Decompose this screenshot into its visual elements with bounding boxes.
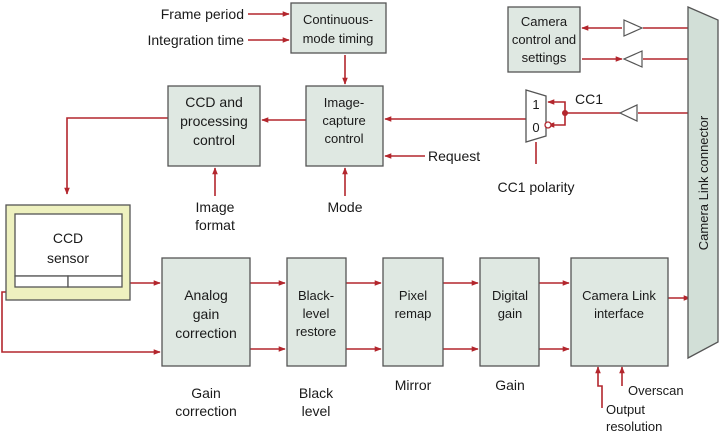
cc1-multiplexer: 1 0 <box>525 89 568 143</box>
label-gain: Gain <box>495 377 525 393</box>
label-overscan: Overscan <box>628 383 684 398</box>
svg-text:resolution: resolution <box>606 419 662 434</box>
camera-link-connector-label: Camera Link connector <box>696 115 711 250</box>
svg-text:interface: interface <box>594 306 644 321</box>
buffers <box>618 19 644 122</box>
svg-text:mode timing: mode timing <box>303 31 374 46</box>
svg-text:correction: correction <box>175 325 236 341</box>
svg-text:Black-: Black- <box>298 288 334 303</box>
svg-text:control: control <box>324 131 363 146</box>
label-image-format: Image format <box>195 199 235 233</box>
svg-text:Continuous-: Continuous- <box>303 12 373 27</box>
svg-text:Image-: Image- <box>324 95 364 110</box>
mux-input-0: 0 <box>532 120 539 135</box>
label-frame-period: Frame period <box>161 6 244 22</box>
buffer-triangle-icon <box>623 19 644 37</box>
svg-text:Black: Black <box>299 385 334 401</box>
svg-text:format: format <box>195 217 235 233</box>
label-cc1-polarity: CC1 polarity <box>497 179 574 195</box>
block-pixel-remap: Pixel remap <box>382 257 444 367</box>
block-camera-control: Camera control and settings <box>507 6 581 73</box>
label-integration-time: Integration time <box>148 32 245 48</box>
svg-text:Pixel: Pixel <box>399 288 427 303</box>
svg-text:gain: gain <box>193 306 219 322</box>
block-ccd-control: CCD and processing control <box>167 85 261 167</box>
block-image-capture: Image- capture control <box>305 85 384 167</box>
svg-text:CCD: CCD <box>53 230 83 246</box>
svg-text:level: level <box>302 403 331 419</box>
svg-text:restore: restore <box>296 324 336 339</box>
label-black-level: Black level <box>299 385 334 419</box>
svg-text:processing: processing <box>180 113 248 129</box>
svg-text:Analog: Analog <box>184 287 228 303</box>
label-cc1: CC1 <box>575 91 603 107</box>
svg-text:settings: settings <box>522 50 567 65</box>
cc1-junction-dot <box>562 110 568 116</box>
block-ccd-sensor: CCD sensor <box>5 204 131 301</box>
svg-text:capture: capture <box>322 113 365 128</box>
svg-text:level: level <box>303 306 330 321</box>
label-gain-correction: Gain correction <box>175 385 236 419</box>
svg-text:control: control <box>193 132 235 148</box>
label-mode: Mode <box>327 199 362 215</box>
svg-text:remap: remap <box>395 306 432 321</box>
svg-text:sensor: sensor <box>47 250 89 266</box>
svg-text:Digital: Digital <box>492 288 528 303</box>
mux-input-1: 1 <box>532 97 539 112</box>
svg-text:Image: Image <box>196 199 235 215</box>
block-camera-link-interface: Camera Link interface <box>570 257 669 367</box>
block-analog-gain: Analog gain correction <box>161 257 251 367</box>
mux-inverter-bubble <box>544 121 552 129</box>
svg-text:Gain: Gain <box>191 385 221 401</box>
svg-text:control and: control and <box>512 32 576 47</box>
svg-text:Output: Output <box>606 402 645 417</box>
svg-text:Camera: Camera <box>521 14 568 29</box>
label-request: Request <box>428 148 480 164</box>
svg-text:gain: gain <box>498 306 523 321</box>
svg-text:Camera Link: Camera Link <box>582 288 656 303</box>
label-mirror: Mirror <box>395 377 432 393</box>
svg-text:correction: correction <box>175 403 236 419</box>
label-output-resolution: Output resolution <box>606 402 662 434</box>
buffer-triangle-icon <box>622 50 643 68</box>
camera-link-connector: Camera Link connector <box>687 6 719 360</box>
buffer-triangle-icon <box>618 104 638 122</box>
block-digital-gain: Digital gain <box>479 257 540 367</box>
block-continuous-timing: Continuous- mode timing <box>290 2 387 54</box>
block-black-level: Black- level restore <box>286 257 347 367</box>
svg-text:CCD and: CCD and <box>185 94 243 110</box>
